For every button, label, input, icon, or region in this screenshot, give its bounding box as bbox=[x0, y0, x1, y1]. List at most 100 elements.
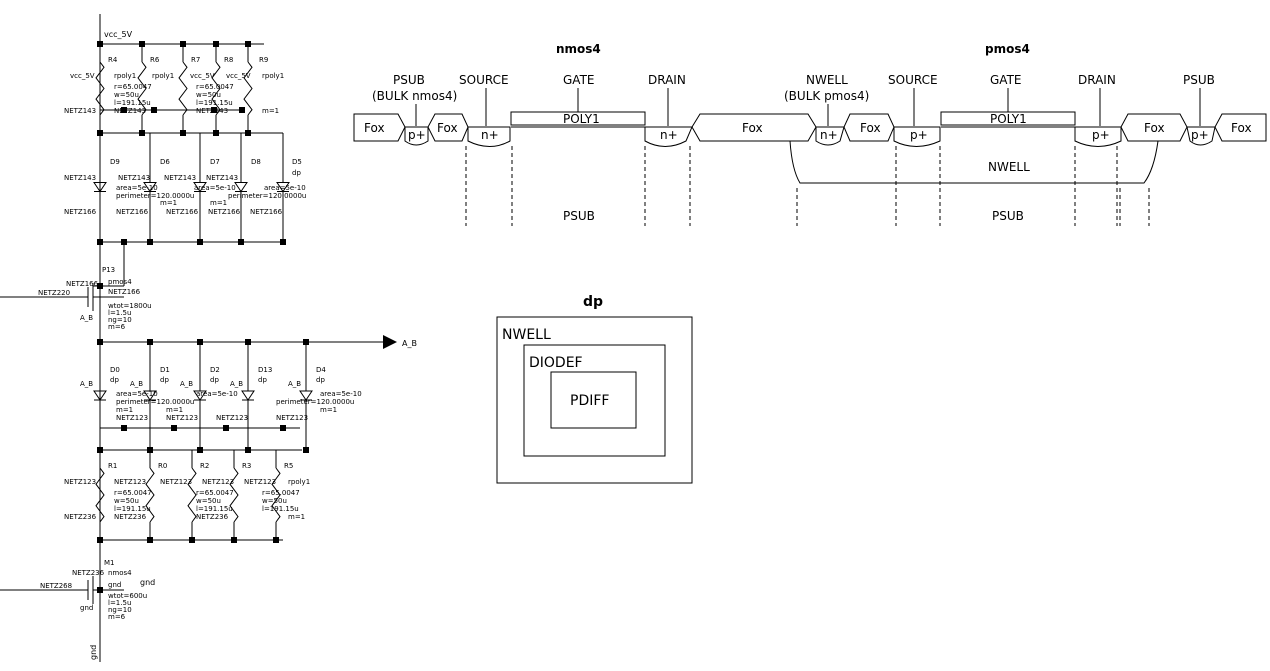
junction-dot bbox=[223, 425, 229, 431]
output-net-label: A_B bbox=[402, 339, 417, 348]
res-ref: R8 bbox=[224, 56, 233, 64]
pplus-diffusion bbox=[1074, 126, 1122, 147]
poly-gate-nmos bbox=[510, 111, 646, 126]
output-port-icon bbox=[383, 335, 397, 349]
net-label: NETZ123 bbox=[114, 478, 146, 486]
junction-dot bbox=[180, 130, 186, 136]
nplus-diffusion bbox=[644, 126, 693, 147]
res-ref: R1 bbox=[108, 462, 117, 470]
pmos-model: pmos4 bbox=[108, 278, 132, 286]
junction-dot bbox=[273, 537, 279, 543]
net-label: NETZ143 bbox=[114, 107, 146, 115]
dp-title: dp bbox=[583, 294, 603, 310]
fox-label: Fox bbox=[364, 121, 385, 135]
diode-symbol bbox=[193, 390, 207, 401]
junction-dot bbox=[231, 537, 237, 543]
pmos-ng: ng=10 bbox=[108, 316, 132, 324]
diode-symbol bbox=[241, 390, 255, 401]
diode-ref: D13 bbox=[258, 366, 272, 374]
diode-ref: D9 bbox=[110, 158, 120, 166]
pmos-ref: P13 bbox=[102, 266, 115, 274]
net-label: NETZ123 bbox=[276, 414, 308, 422]
net-label: NETZ123 bbox=[216, 414, 248, 422]
junction-dot bbox=[97, 239, 103, 245]
nmos-bulk: gnd bbox=[108, 581, 121, 589]
net-label: NETZ143 bbox=[118, 174, 150, 182]
net-label: A_B bbox=[180, 380, 193, 388]
fox-label: Fox bbox=[1231, 121, 1252, 135]
psub-region-label: PSUB bbox=[563, 209, 595, 223]
diode-model: dp bbox=[210, 376, 219, 384]
nplus-label: n+ bbox=[481, 128, 499, 142]
psub-region-label: PSUB bbox=[992, 209, 1024, 223]
diode-param: m=1 bbox=[116, 406, 133, 414]
diode-ref: D6 bbox=[160, 158, 170, 166]
nmos-wtot: wtot=600u bbox=[108, 592, 147, 600]
res-param: w=50u bbox=[196, 91, 221, 99]
nwell-region-label: NWELL bbox=[988, 160, 1030, 174]
nmos-l: l=1.5u bbox=[108, 599, 131, 607]
junction-dot bbox=[245, 41, 251, 47]
nmos-ng: ng=10 bbox=[108, 606, 132, 614]
res-param: m=1 bbox=[262, 107, 279, 115]
diode-symbol bbox=[143, 182, 157, 193]
gate-label-nmos: GATE bbox=[563, 73, 595, 87]
junction-dot bbox=[97, 339, 103, 345]
nmos-ref: M1 bbox=[104, 559, 115, 567]
pmos-gate-net: NETZ220 bbox=[38, 289, 70, 297]
net-label: NETZ143 bbox=[206, 174, 238, 182]
nplus-label: n+ bbox=[820, 128, 838, 142]
resistor-symbol bbox=[95, 467, 105, 523]
net-label: NETZ166 bbox=[208, 208, 241, 216]
res-param: w=50u bbox=[114, 91, 139, 99]
junction-dot bbox=[213, 41, 219, 47]
res-ref: R2 bbox=[200, 462, 209, 470]
res-type: rpoly1 bbox=[262, 72, 284, 80]
diode-param: perimeter=120.0000u bbox=[116, 192, 194, 200]
net-label: NETZ166 bbox=[250, 208, 283, 216]
diode-ref: D8 bbox=[251, 158, 261, 166]
res-param: r=65.0047 bbox=[114, 489, 152, 497]
junction-dot bbox=[171, 425, 177, 431]
diode-model: dp bbox=[292, 169, 301, 177]
res-param: r=65.0047 bbox=[196, 489, 234, 497]
junction-dot bbox=[97, 587, 103, 593]
diode-model: dp bbox=[110, 376, 119, 384]
nmos-title: nmos4 bbox=[556, 42, 601, 56]
source-label-nmos: SOURCE bbox=[459, 73, 509, 87]
poly-label: POLY1 bbox=[563, 112, 600, 126]
nmos-net: NETZ236 bbox=[72, 569, 105, 577]
diode-symbol bbox=[299, 390, 313, 401]
diode-param: area=5e-10 bbox=[320, 390, 362, 398]
res-type: rpoly1 bbox=[114, 72, 136, 80]
pmos-p13: P13 pmos4 NETZ166 NETZ166 NETZ220 wtot=1… bbox=[0, 266, 152, 331]
pmos-wtot: wtot=1800u bbox=[108, 302, 152, 310]
poly-label: POLY1 bbox=[990, 112, 1027, 126]
diode-ref: D7 bbox=[210, 158, 220, 166]
diode-ref: D2 bbox=[210, 366, 220, 374]
pmos-net: NETZ166 bbox=[66, 280, 99, 288]
fox-region bbox=[353, 113, 406, 142]
source-label-pmos: SOURCE bbox=[888, 73, 938, 87]
diode-ref: D4 bbox=[316, 366, 326, 374]
res-type: rpoly1 bbox=[288, 478, 310, 486]
junction-dot bbox=[97, 41, 103, 47]
nmos-bulk-pin: gnd bbox=[80, 604, 93, 612]
diode-param: perimeter=120.0000u bbox=[116, 398, 194, 406]
net-label: NETZ123 bbox=[202, 478, 234, 486]
res-ref: R9 bbox=[259, 56, 268, 64]
junction-dot bbox=[180, 41, 186, 47]
resistor-symbol bbox=[271, 467, 281, 523]
diode-param: perimeter=120.0000u bbox=[228, 192, 306, 200]
res-param: w=50u bbox=[196, 497, 221, 505]
drain-label-nmos: DRAIN bbox=[648, 73, 686, 87]
junction-dot bbox=[213, 130, 219, 136]
top-resistor-bank: R4 R6 R7 R8 R9 vcc_5V rpoly1 rpoly1 vcc_… bbox=[64, 56, 284, 115]
psub-label-right: PSUB bbox=[1183, 73, 1215, 87]
res-param: w=50u bbox=[114, 497, 139, 505]
net-label: NETZ166 bbox=[116, 208, 149, 216]
diode-param: m=1 bbox=[160, 199, 177, 207]
pplus-label: p+ bbox=[1092, 128, 1110, 142]
net-label: NETZ143 bbox=[64, 107, 96, 115]
pdiff-layer-label: PDIFF bbox=[570, 393, 609, 409]
